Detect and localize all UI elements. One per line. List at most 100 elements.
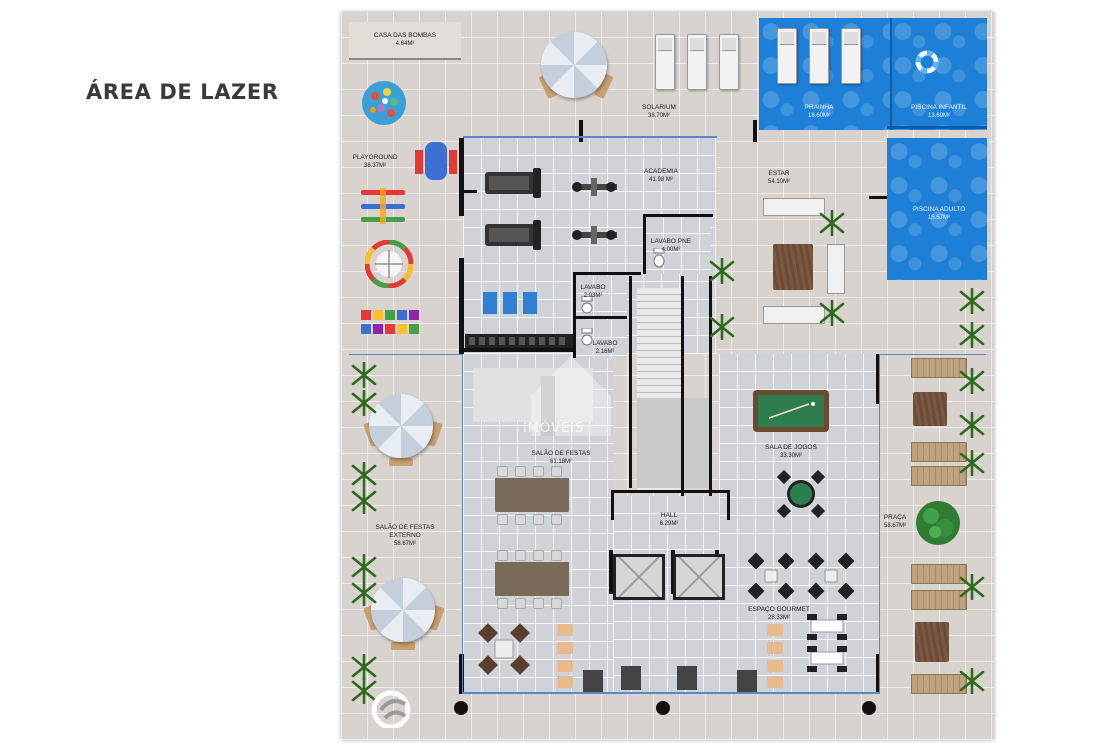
logo-icon: [371, 690, 411, 728]
chair-icon: [497, 514, 508, 525]
floor-plan: IMÓVEIS CASA DAS BOMBAS 4.64M² SOLARIUM …: [341, 12, 994, 740]
palm-icon: [351, 488, 377, 514]
label-lavabo-2: LAVABO 2.16M²: [592, 340, 617, 356]
hopscotch-icon: [361, 310, 419, 334]
palm-icon: [959, 322, 985, 348]
wall: [681, 276, 684, 496]
seesaw-icon: [361, 188, 405, 224]
room-area: 41.98 M²: [649, 177, 673, 183]
service-area: [583, 670, 603, 692]
room-area: 4.00M²: [661, 247, 681, 253]
glass-wall: [879, 354, 880, 694]
watermark-text: IMÓVEIS: [523, 421, 585, 436]
room-area: 58.67M²: [883, 523, 906, 529]
chair-icon: [533, 514, 544, 525]
chair-icon: [389, 458, 413, 466]
room-name: HALL: [660, 512, 678, 519]
wall: [609, 550, 613, 594]
palm-icon: [351, 462, 377, 488]
wall: [573, 272, 576, 358]
service-area: [677, 666, 697, 690]
casa-bombas-room: [349, 22, 461, 58]
umbrella-icon: [541, 32, 607, 98]
room-area: 38.37M²: [363, 163, 386, 169]
pool-divider: [890, 18, 892, 130]
ring-float-icon: [915, 50, 939, 74]
wall: [611, 490, 614, 520]
sofa-icon: [763, 306, 825, 324]
room-name: SALA DE JOGOS: [765, 444, 817, 451]
room-name: PRAINHA: [804, 104, 834, 111]
room-area: 18.60M²: [807, 113, 830, 119]
umbrella-icon: [369, 394, 433, 458]
chair-icon: [551, 598, 562, 609]
chair-icon: [551, 550, 562, 561]
room-area: 4.64M²: [395, 41, 415, 47]
chair-icon: [551, 466, 562, 477]
wall: [463, 190, 477, 193]
deck-bench-icon: [911, 564, 967, 584]
room-area: 58.67M²: [393, 541, 416, 547]
lounger-icon: [777, 28, 797, 84]
room-name: ESPAÇO GOURMET: [748, 606, 810, 613]
label-salao-externo: SALÃO DE FESTAS EXTERNO 58.67M²: [375, 524, 434, 548]
chair-icon: [515, 598, 526, 609]
toilet-icon: [653, 248, 665, 268]
elevator-icon: [673, 554, 725, 600]
room-name: LAVABO: [580, 284, 606, 291]
label-solarium: SOLARIUM 38.70M²: [642, 104, 676, 120]
label-prainha: PRAINHA 18.60M²: [805, 104, 834, 120]
label-academia: ACADEMIA 41.98 M²: [644, 168, 678, 184]
lavabo-room: [575, 320, 627, 358]
palm-icon: [819, 210, 845, 236]
toilet-icon: [581, 328, 593, 346]
column-icon: [454, 701, 468, 715]
bike-icon: [572, 226, 617, 244]
palm-icon: [959, 450, 985, 476]
deck-bench-icon: [911, 358, 967, 378]
treadmill-icon: [485, 168, 541, 198]
palm-icon: [351, 580, 377, 606]
deck-bench-icon: [911, 442, 967, 462]
kitchen-counter: [473, 368, 593, 422]
label-sala-jogos: SALA DE JOGOS 33.30M²: [765, 444, 817, 460]
pool-divider: [887, 126, 987, 129]
page-title: ÁREA DE LAZER: [86, 80, 279, 104]
wood-bench-icon: [913, 392, 947, 426]
mat-icon: [483, 292, 537, 314]
chair-icon: [533, 550, 544, 561]
sofa-icon: [827, 244, 845, 294]
palm-icon: [709, 258, 735, 284]
piscina-infantil-pool: [891, 18, 987, 130]
dining-table-icon: [495, 478, 569, 512]
room-name: SOLARIUM: [642, 104, 676, 111]
room-area: 15.57M²: [927, 215, 950, 221]
wall: [709, 276, 712, 496]
chair-icon: [515, 466, 526, 477]
room-area: 2.16M²: [595, 349, 615, 355]
label-piscina-infantil: PISCINA INFANTIL 13.69M²: [911, 104, 967, 120]
lounge-set-icon: [478, 623, 530, 675]
lounger-icon: [809, 28, 829, 84]
wall: [459, 138, 464, 216]
toilet-icon: [581, 296, 593, 314]
lounger-icon: [687, 34, 707, 90]
wall: [629, 276, 632, 488]
room-area: 6.29M²: [659, 521, 679, 527]
label-piscina-adulto: PISCINA ADULTO 15.57M²: [913, 206, 966, 222]
chair-icon: [533, 598, 544, 609]
palm-icon: [709, 314, 735, 340]
label-casa-bombas: CASA DAS BOMBAS 4.64M²: [374, 32, 436, 48]
deck-bench-icon: [911, 466, 967, 486]
gourmet-table-icon: [807, 614, 847, 672]
palm-icon: [351, 362, 377, 388]
room-name: PISCINA ADULTO: [912, 206, 966, 213]
wall: [727, 490, 730, 520]
room-name: PLAYGROUND: [352, 154, 398, 161]
wall: [611, 490, 729, 493]
room-name-line2: EXTERNO: [389, 532, 421, 539]
chair-icon: [515, 514, 526, 525]
chair-icon: [391, 642, 415, 650]
plan-content: IMÓVEIS CASA DAS BOMBAS 4.64M² SOLARIUM …: [349, 18, 987, 730]
palm-icon: [959, 368, 985, 394]
